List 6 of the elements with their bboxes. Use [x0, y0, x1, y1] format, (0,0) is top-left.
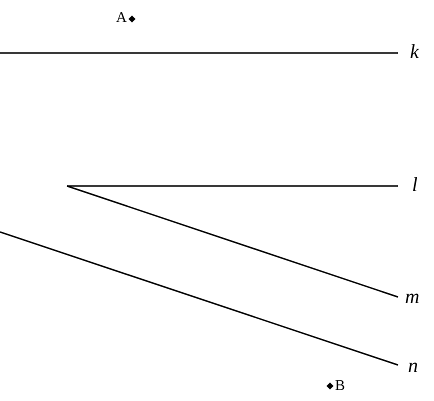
- point-label: B: [335, 379, 346, 394]
- line-label: l: [412, 175, 418, 195]
- point-label: A: [116, 11, 127, 26]
- line-label: m: [405, 287, 420, 307]
- line-label: n: [408, 356, 418, 376]
- line-label: k: [410, 42, 419, 62]
